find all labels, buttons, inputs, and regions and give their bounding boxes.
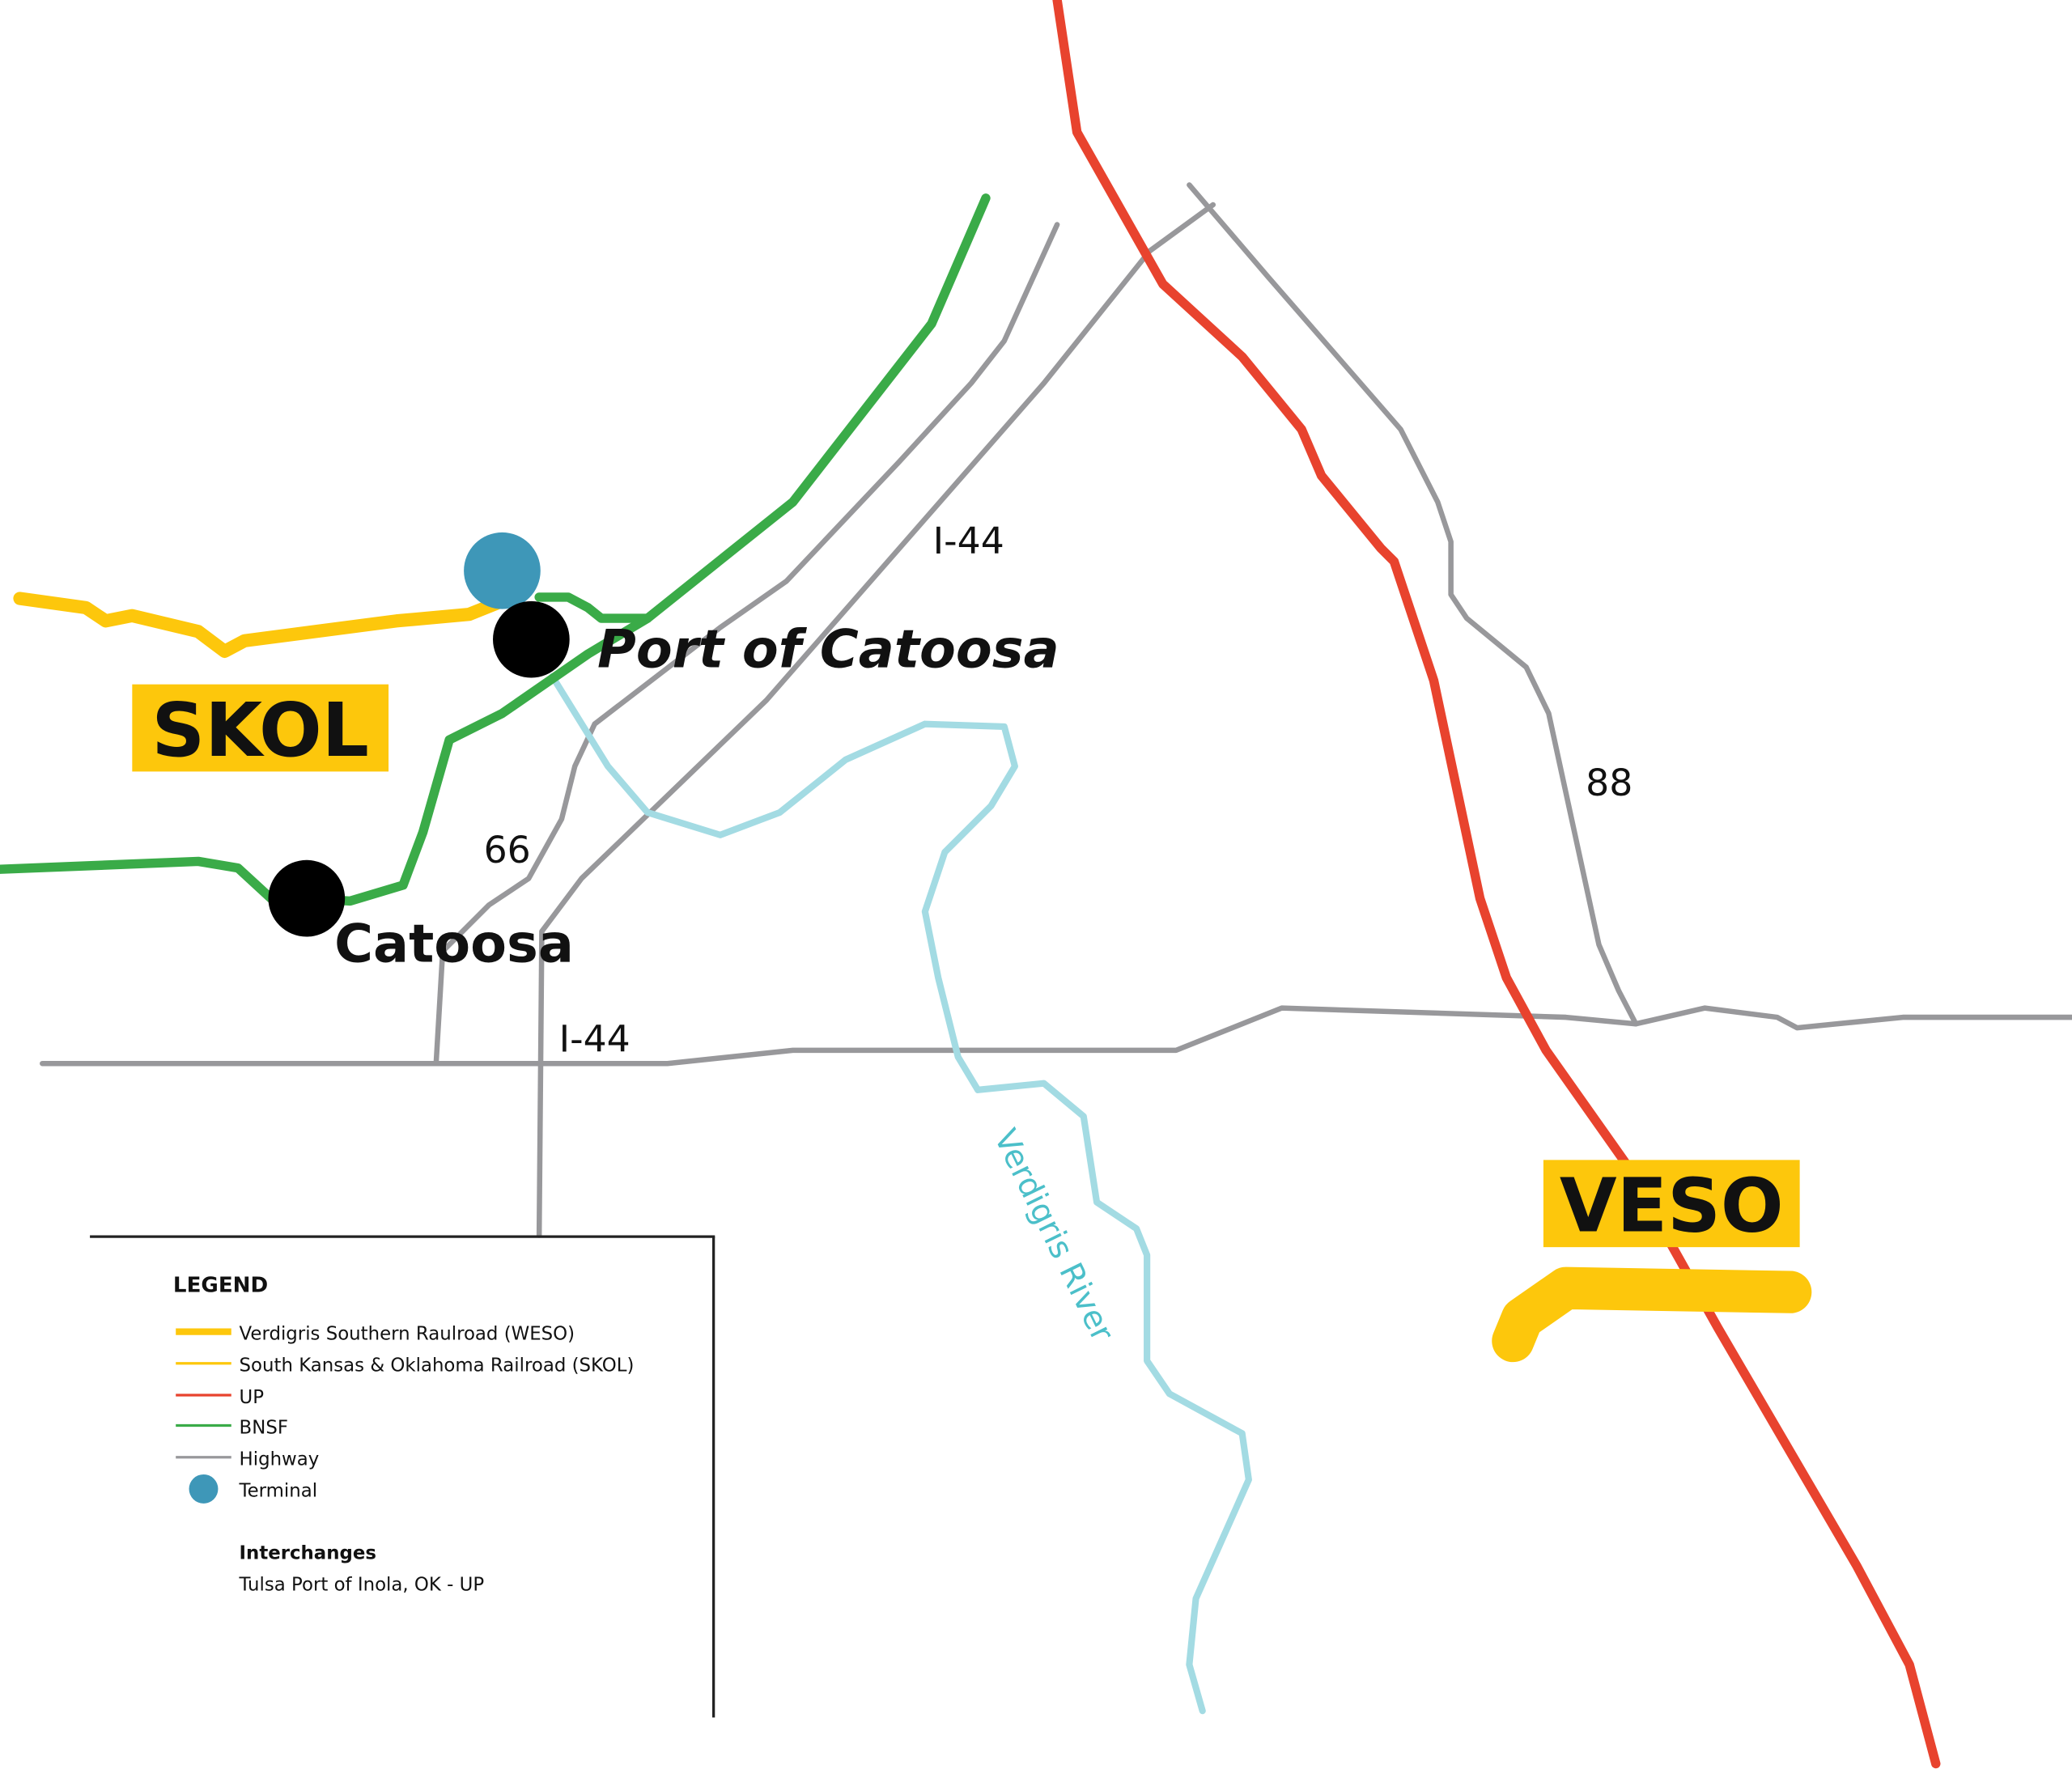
veso-label: VESO — [1560, 1163, 1784, 1249]
up-railroad — [1052, 0, 1941, 1769]
route66-label: 66 — [484, 829, 531, 872]
skol-label-box — [132, 684, 389, 772]
veso-label-box — [1543, 1160, 1800, 1248]
catoosa-label: Catoosa — [334, 914, 574, 975]
legend-item: BNSF — [240, 1417, 288, 1438]
port-of-catoosa-node[interactable] — [493, 600, 570, 678]
terminal-dot — [464, 532, 541, 609]
bnsf-railroad-south — [0, 613, 652, 906]
i44-lower-label: I-44 — [559, 1018, 631, 1061]
highway-66 — [433, 222, 1060, 1067]
legend-item: Verdigris Southern Raulroad (WESO) — [240, 1323, 575, 1344]
bnsf-railroad-north — [534, 193, 991, 623]
weso-railroad — [1492, 1266, 1812, 1363]
legend-item: Terminal — [239, 1481, 318, 1502]
verdigris-river — [549, 672, 1252, 1715]
skol-label: SKOL — [151, 687, 369, 774]
highway-i44-diagonal — [536, 202, 1216, 1238]
river-label: Verdigris River — [987, 1124, 1121, 1348]
terminal-legend-icon — [189, 1474, 219, 1504]
i44-upper-label: I-44 — [933, 520, 1004, 562]
port-of-catoosa-label: Port of Catoosa — [597, 618, 1059, 680]
legend-title: LEGEND — [173, 1274, 268, 1298]
route88-label: 88 — [1586, 761, 1633, 804]
legend: LEGEND Verdigris Southern Raulroad (WESO… — [90, 1235, 715, 1718]
highway-88 — [1187, 182, 1639, 1027]
highway-i44 — [40, 1005, 2072, 1067]
interchange-item: Tulsa Port of Inola, OK - UP — [239, 1575, 485, 1596]
legend-item: UP — [240, 1387, 265, 1408]
legend-item: Highway — [240, 1449, 320, 1470]
legend-item: South Kansas & Oklahoma Railroad (SKOL) — [240, 1355, 635, 1377]
skol-railroad — [13, 592, 509, 659]
interchanges-title: Interchanges — [240, 1542, 376, 1563]
catoosa-node[interactable] — [268, 859, 346, 937]
